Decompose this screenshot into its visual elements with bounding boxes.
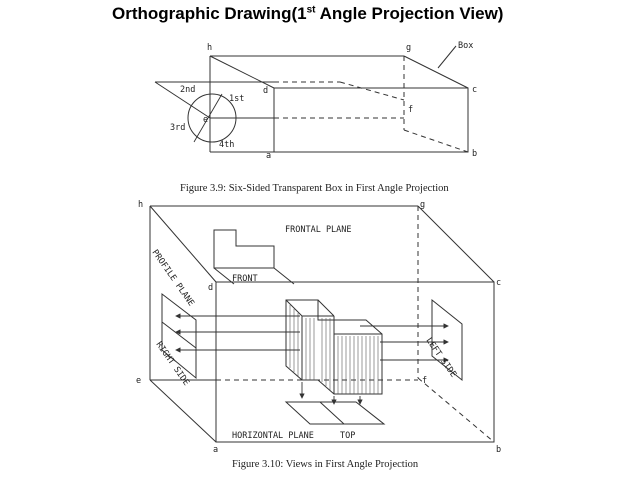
profile-plane-label: PROFILE PLANE — [150, 248, 196, 308]
fig1-label-h: h — [207, 43, 212, 53]
fig2-label-a: a — [213, 445, 218, 455]
fig1-label-g: g — [406, 43, 411, 53]
fig2-label-d: d — [208, 283, 213, 293]
fig2-label-e: e — [136, 376, 141, 386]
fig1-label-2nd: 2nd — [180, 85, 195, 95]
fig1-label-e: e — [203, 115, 208, 125]
left-side-label: LEFT SIDE — [424, 336, 459, 379]
top-view-label: TOP — [340, 431, 355, 441]
fig1-label-c: c — [472, 85, 477, 95]
fig1-label-3rd: 3rd — [170, 123, 185, 133]
fig2-label-g: g — [420, 200, 425, 210]
figure-1-transparent-box — [154, 45, 469, 153]
fig1-label-1st: 1st — [229, 94, 244, 104]
figure-1-caption: Figure 3.9: Six-Sided Transparent Box in… — [180, 183, 449, 194]
slide-title: Orthographic Drawing(1st Angle Projectio… — [112, 4, 503, 24]
fig2-label-c: c — [496, 278, 501, 288]
title-rest: Angle Projection View) — [315, 4, 504, 23]
fig1-label-box: Box — [458, 41, 473, 51]
title-main: Orthographic Drawing(1 — [112, 4, 307, 23]
fig2-label-f: f — [422, 376, 427, 386]
fig2-label-b: b — [496, 445, 501, 455]
title-superscript: st — [306, 4, 316, 16]
figure-2-caption: Figure 3.10: Views in First Angle Projec… — [232, 459, 419, 470]
right-side-label: RIGHT SIDE — [154, 340, 192, 388]
horizontal-plane-label: HORIZONTAL PLANE — [232, 431, 314, 441]
fig1-label-b: b — [472, 149, 477, 159]
figure-2-views-box — [149, 205, 495, 443]
fig1-label-a: a — [266, 151, 271, 161]
front-view-label: FRONT — [232, 274, 258, 284]
fig1-label-f: f — [408, 105, 413, 115]
frontal-plane-label: FRONTAL PLANE — [285, 225, 352, 235]
fig1-label-4th: 4th — [219, 140, 234, 150]
fig1-label-d: d — [263, 86, 268, 96]
fig2-label-h: h — [138, 200, 143, 210]
